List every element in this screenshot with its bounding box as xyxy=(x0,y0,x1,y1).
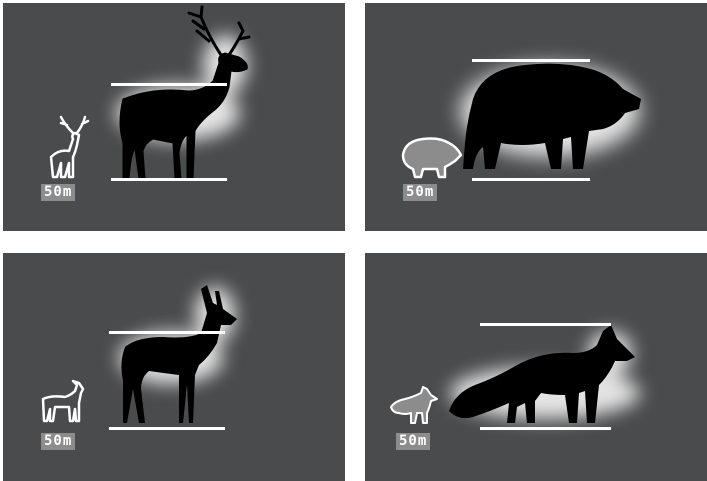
distance-badge: 50m xyxy=(41,433,75,450)
fox-outline-icon xyxy=(391,387,437,423)
top-reference-line xyxy=(472,59,590,62)
roe-deer-outline-icon xyxy=(43,381,83,421)
bottom-reference-line xyxy=(472,178,590,181)
panel-roe-deer: 50m xyxy=(3,253,345,481)
boar-outline-icon xyxy=(403,139,461,178)
distance-badge: 50m xyxy=(396,433,430,450)
bottom-reference-line xyxy=(109,427,225,430)
deer-stag-outline-icon xyxy=(51,117,88,177)
bottom-reference-line xyxy=(480,427,611,430)
panel-red-deer: 50m xyxy=(3,3,345,231)
top-reference-line xyxy=(111,83,227,86)
distance-badge: 50m xyxy=(41,184,75,201)
panel-wild-boar: 50m xyxy=(365,3,707,231)
top-reference-line xyxy=(109,331,225,334)
top-reference-line xyxy=(480,323,611,326)
distance-badge: 50m xyxy=(403,184,437,201)
panel-fox: 50m xyxy=(365,253,707,481)
bottom-reference-line xyxy=(111,178,227,181)
